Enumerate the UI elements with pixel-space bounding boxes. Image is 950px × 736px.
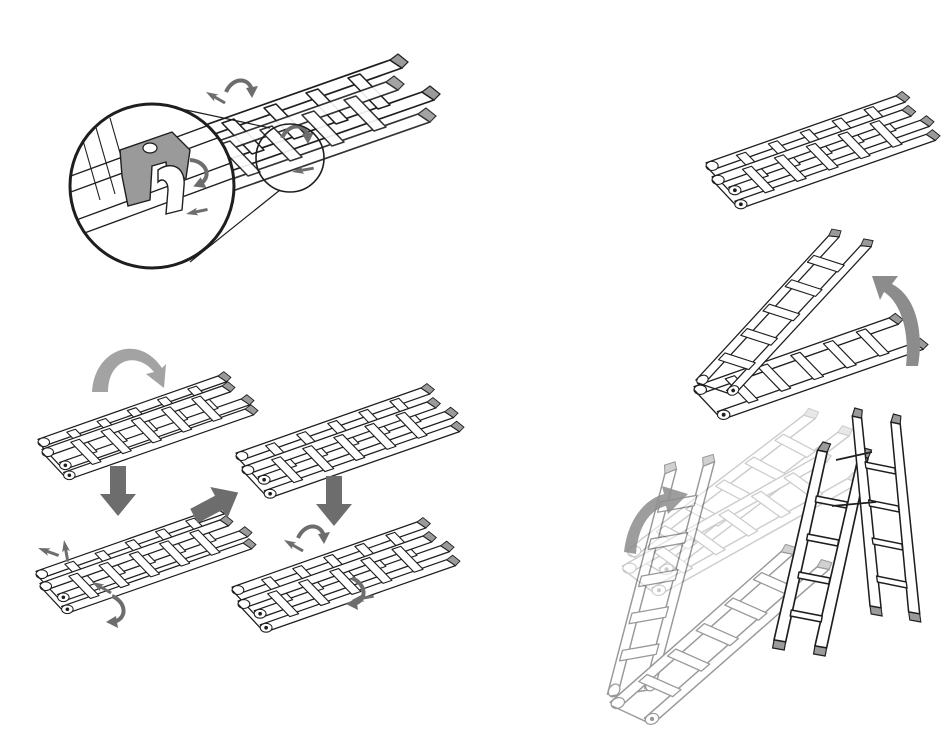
- ladder-partially-open: [663, 215, 928, 420]
- ladder-folded-right: [706, 91, 940, 208]
- pointer-arrow-icon: [204, 89, 227, 107]
- ladder-step-3: [236, 384, 464, 499]
- unfold-panel: [540, 91, 940, 731]
- ladder-step-1: [38, 372, 258, 480]
- down-arrow-icon: [316, 476, 352, 526]
- curl-arrow-icon: [106, 596, 124, 628]
- flip-arc-arrow-icon: [92, 349, 166, 392]
- fold-sequence-panel: [36, 349, 464, 633]
- ladder-step-2: [36, 504, 256, 614]
- curl-arrow-icon: [226, 80, 258, 98]
- down-arrow-icon: [100, 466, 136, 516]
- curl-arrow-icon: [298, 526, 330, 544]
- pointer-arrow-icon: [282, 537, 305, 555]
- ladder-step-4: [232, 518, 460, 633]
- pointer-arrow-icon: [37, 544, 60, 559]
- hinge-lock-panel: [60, 54, 440, 268]
